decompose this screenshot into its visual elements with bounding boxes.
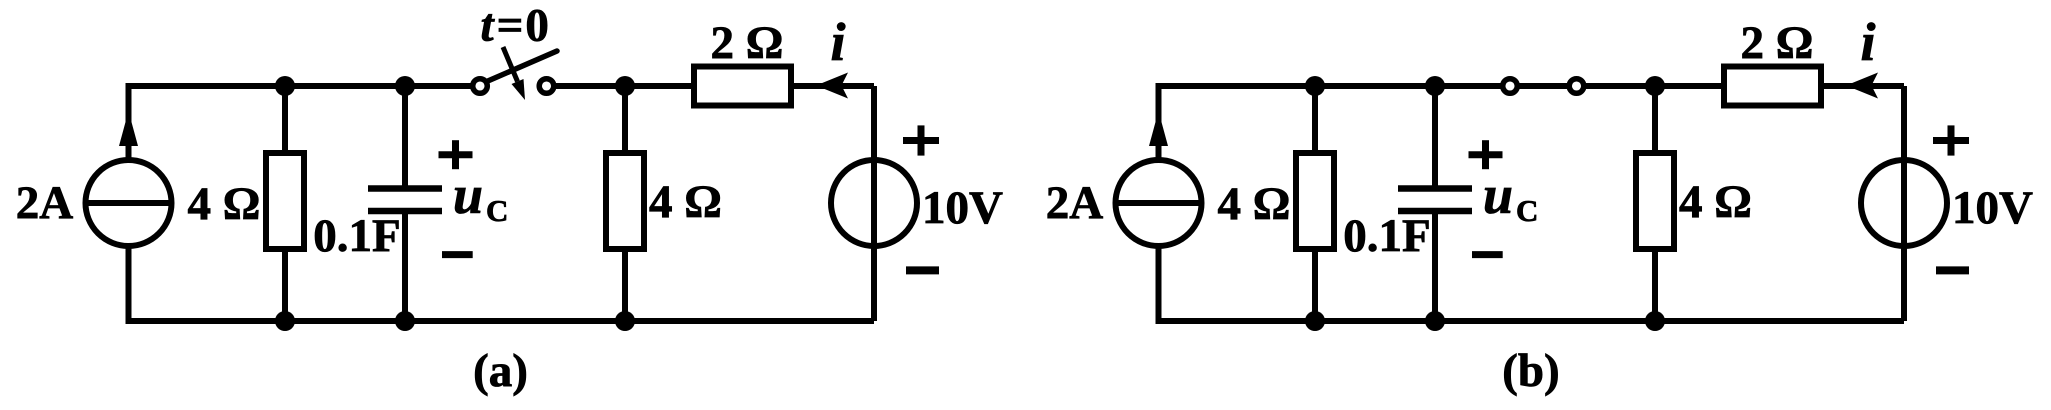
source-current-label: 2A: [1046, 177, 1104, 229]
middle-resistor-label: 4 Ω: [649, 176, 722, 228]
top-resistor-label: 2 Ω: [1741, 17, 1814, 69]
circuit-a: 2A 4 Ω 0.1F uC 4 Ω 2 Ω i 10V t=0 (a): [15, 0, 1003, 397]
source-plus-sign-icon: [903, 125, 939, 156]
junction-dot: [615, 311, 635, 331]
capacitor-voltage-label: uC: [453, 165, 508, 228]
current-source-b: [1112, 111, 1205, 249]
left-resistor-a: [263, 150, 307, 252]
switch-a: [469, 46, 560, 100]
left-resistor-b: [1293, 150, 1337, 252]
source-plus-sign-icon: [1933, 125, 1969, 156]
left-resistor-label: 4 Ω: [1218, 178, 1291, 230]
source-current-label: 2A: [16, 177, 74, 229]
circuit-b: 2A 4 Ω 0.1F uC 4 Ω 2 Ω i 10V (b): [1045, 12, 2033, 398]
branch-current-label: i: [830, 12, 845, 72]
branch-current-arrow-icon: [816, 72, 848, 99]
capacitor-value-label: 0.1F: [313, 210, 400, 262]
bottom-rail-b: [1155, 246, 1904, 324]
junction-dot: [615, 76, 635, 96]
voltage-source-a: [828, 157, 920, 249]
switch-closing-arrow-shaft: [500, 46, 520, 83]
junction-dot: [1645, 76, 1665, 96]
switch-time-label: t=0: [481, 0, 551, 52]
voltage-source-b: [1858, 157, 1950, 249]
capacitor-a: [368, 185, 442, 215]
middle-resistor-label: 4 Ω: [1679, 176, 1752, 228]
junction-dot: [275, 311, 295, 331]
branch-current-label: i: [1860, 12, 1875, 72]
switch-contact-left: [469, 75, 491, 97]
switch-b: [1499, 75, 1587, 97]
junction-dot: [1425, 76, 1445, 96]
capacitor-b: [1398, 185, 1472, 215]
capacitor-voltage-label: uC: [1483, 165, 1538, 228]
capacitor-value-label: 0.1F: [1343, 210, 1430, 262]
junction-dot: [275, 76, 295, 96]
junction-dot: [395, 76, 415, 96]
bottom-rail-a: [125, 246, 874, 324]
switch-blade: [482, 48, 560, 85]
source-voltage-label: 10V: [922, 182, 1003, 234]
top-resistor-a: [691, 63, 794, 109]
top-resistor-b: [1721, 63, 1824, 109]
junction-dot: [395, 311, 415, 331]
middle-resistor-a: [603, 150, 647, 252]
caption-b: (b): [1502, 345, 1559, 397]
current-source-arrow-icon: [119, 111, 138, 146]
junction-dot: [1305, 76, 1325, 96]
caption-a: (a): [473, 345, 528, 397]
junction-dot: [1305, 311, 1325, 331]
middle-resistor-b: [1633, 150, 1677, 252]
top-resistor-label: 2 Ω: [711, 17, 784, 69]
switch-contact-right: [1566, 75, 1587, 97]
branch-current-arrow-icon: [1846, 72, 1878, 99]
capacitor-plus-sign-icon: [438, 140, 473, 170]
source-voltage-label: 10V: [1952, 182, 2033, 234]
current-source-arrow-icon: [1149, 111, 1168, 146]
current-source-a: [82, 111, 175, 249]
capacitor-plus-sign-icon: [1468, 140, 1503, 170]
top-rail-left-a: [125, 83, 480, 160]
switch-contact-left: [1499, 75, 1521, 97]
left-resistor-label: 4 Ω: [188, 178, 261, 230]
junction-dot: [1645, 311, 1665, 331]
junction-dot: [1425, 311, 1445, 331]
switch-closing-arrow-icon: [511, 79, 525, 100]
switch-contact-right: [536, 75, 557, 97]
